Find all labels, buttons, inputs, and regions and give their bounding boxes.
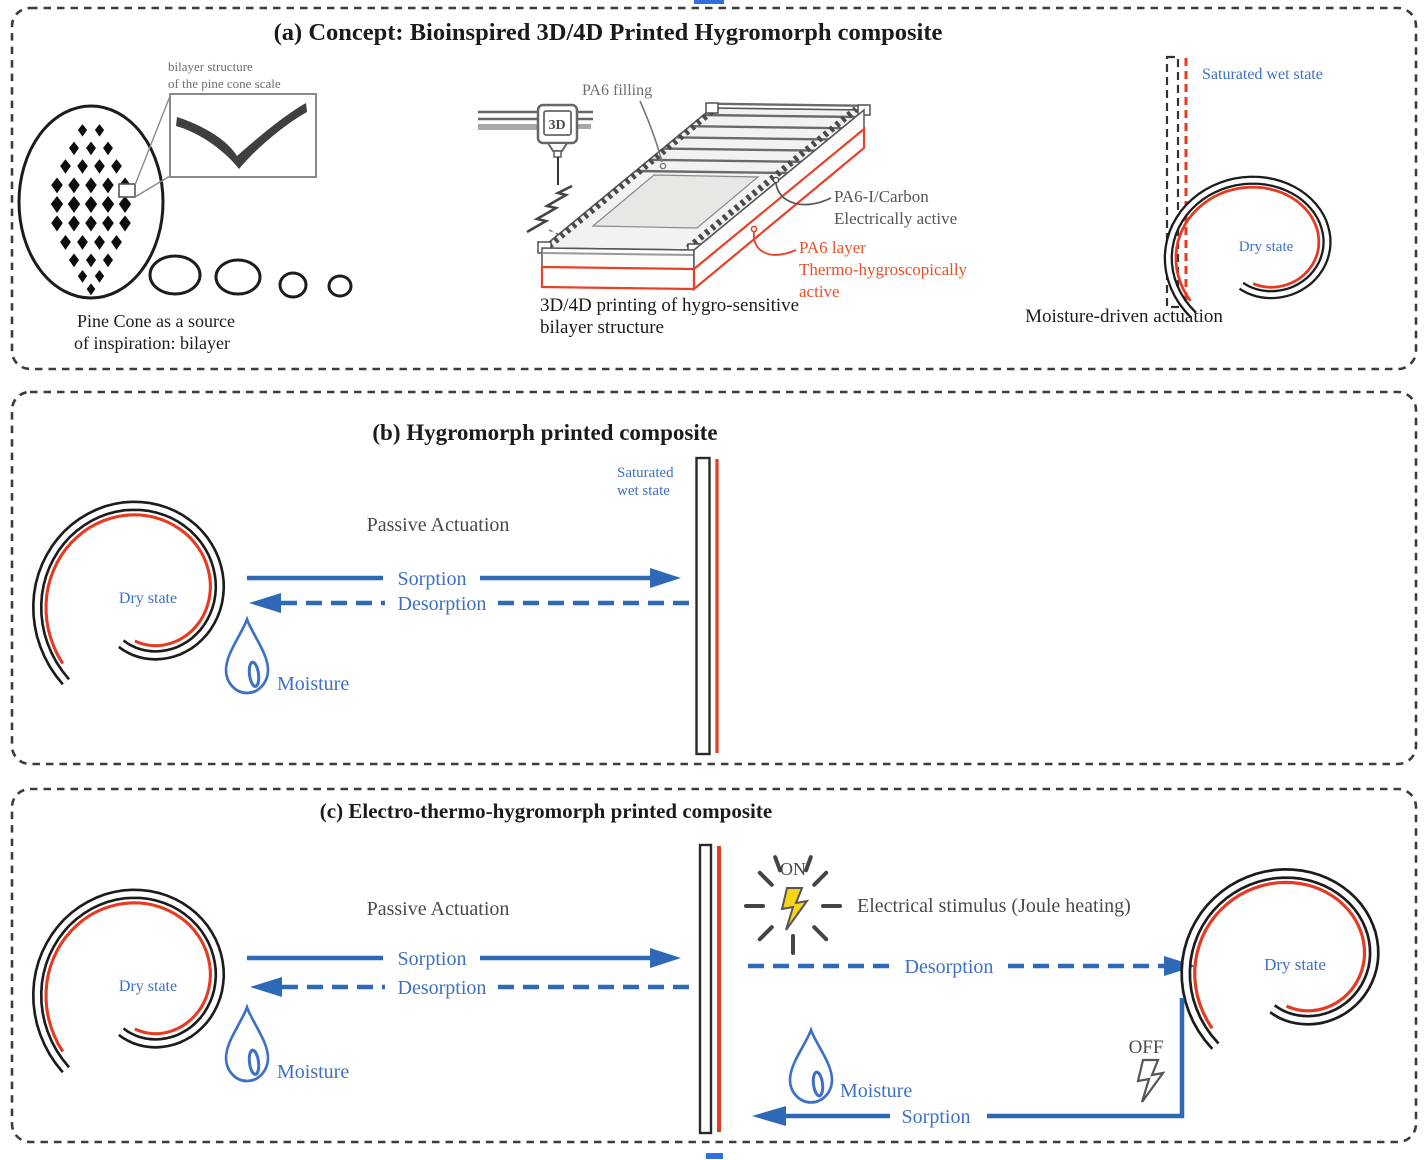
pinecone-caption-line2: of inspiration: bilayer (74, 333, 230, 353)
pa6-layer-label-line2: Thermo-hygroscopically (799, 260, 968, 279)
panel-b: (b) Hygromorph printed composite Dry sta… (10, 390, 1418, 766)
pinecone-caption-line1: Pine Cone as a source (77, 311, 235, 331)
pa6-layer-label-line1: PA6 layer (799, 238, 866, 257)
dry-state-label-b: Dry state (119, 590, 177, 607)
dry-state-spiral-c-right (1180, 868, 1380, 1050)
wet-state-bilayer-c (698, 843, 721, 1135)
plate-pa6-front-layer (540, 265, 696, 291)
printer-nozzle-icon (546, 142, 569, 152)
sorption-arrow-b (247, 568, 681, 588)
saturated-label-b-line2: wet state (617, 483, 670, 499)
pa6i-leader (775, 182, 832, 206)
plate-printed-stripes (635, 102, 870, 175)
printed-plate (537, 102, 871, 292)
moisture-label-c-mid: Moisture (840, 1080, 912, 1102)
pa6-layer-leader (753, 231, 797, 256)
passive-actuation-label-b: Passive Actuation (367, 514, 510, 536)
sorption-arrow-c-left (247, 948, 681, 968)
top-crop-mark (694, 0, 724, 4)
pa6i-label-line1: PA6-I/Carbon (834, 187, 929, 206)
desorption-label-c-left: Desorption (398, 977, 487, 999)
panel-a-title: (a) Concept: Bioinspired 3D/4D Printed H… (274, 19, 943, 46)
sorption-return-arrow (752, 998, 1185, 1126)
moisture-label-b: Moisture (277, 673, 349, 695)
off-label: OFF (1129, 1037, 1164, 1058)
on-rays-icon (744, 870, 842, 955)
wet-state-bilayer-b (695, 456, 719, 756)
printing-caption-line1: 3D/4D printing of hygro-sensitive (540, 295, 799, 316)
panel-c: (c) Electro-thermo-hygromorph printed co… (10, 787, 1418, 1144)
printer-head: 3D (478, 103, 593, 244)
plate-left-infill-comb (546, 104, 720, 249)
saturated-label-b-line1: Saturated (617, 465, 674, 481)
pa6-filling-label: PA6 filling (582, 82, 652, 99)
desorption-arrow-c-left (250, 977, 690, 997)
electrical-stimulus-label: Electrical stimulus (Joule heating) (857, 895, 1131, 917)
printed-zigzag-path (526, 184, 573, 234)
pinecone-scale-inset: bilayer structure of the pine cone scale (168, 59, 317, 178)
dry-state-label-c-right: Dry state (1264, 955, 1326, 974)
sorption-label-c-left: Sorption (398, 948, 467, 970)
moisture-droplet-icon-c-left (224, 1003, 270, 1083)
panel-b-border (10, 390, 1418, 766)
sorption-label-return: Sorption (902, 1106, 971, 1128)
printer-3d-label: 3D (548, 118, 565, 133)
dry-state-spiral-a (1163, 175, 1332, 319)
desorption-arrow-c-right (748, 956, 1196, 976)
dry-state-label-c-left: Dry state (119, 978, 177, 995)
bilayer-abstraction-ellipses (148, 254, 353, 299)
on-ticks-icon (773, 855, 813, 873)
on-label: ON (780, 859, 806, 879)
dry-state-spiral-b (31, 500, 226, 686)
moisture-droplet-icon-b (224, 615, 270, 695)
printing-caption-line2: bilayer structure (540, 317, 664, 338)
plate-cavity (591, 174, 760, 229)
desorption-label-b: Desorption (398, 593, 487, 615)
pa6i-label-line2: Electrically active (834, 209, 957, 228)
plate-front-face (541, 247, 695, 270)
inset-caption-line1: bilayer structure (168, 59, 253, 74)
panel-a-border (10, 6, 1418, 371)
dry-state-label-a: Dry state (1239, 239, 1294, 255)
pinecone-scales (50, 124, 132, 296)
panel-c-border (10, 787, 1418, 1144)
actuation-caption: Moisture-driven actuation (1025, 306, 1223, 327)
panel-a: (a) Concept: Bioinspired 3D/4D Printed H… (10, 6, 1418, 371)
panel-b-title: (b) Hygromorph printed composite (372, 420, 717, 445)
saturated-wet-state-label-a: Saturated wet state (1202, 66, 1323, 83)
magnifier-line-top (134, 95, 171, 186)
desorption-arrow-b (249, 593, 690, 613)
lightning-bolt-on-icon (780, 887, 810, 931)
desorption-label-c-right: Desorption (905, 956, 994, 978)
bottom-crop-mark (706, 1153, 723, 1159)
moisture-label-c-left: Moisture (277, 1061, 349, 1083)
pinecone-illustration (17, 95, 171, 300)
wet-state-dashed-bilayer (1165, 55, 1188, 309)
lightning-bolt-off-icon (1136, 1058, 1166, 1103)
magnifier-line-bottom (134, 175, 171, 198)
magnifier-source-box (118, 183, 136, 198)
bilayer-cross-section-shape (176, 103, 307, 169)
dry-state-spiral-c-left (31, 888, 226, 1074)
inset-caption-line2: of the pine cone scale (168, 76, 281, 91)
plate-right-infill-comb (685, 106, 859, 251)
panel-c-title: (c) Electro-thermo-hygromorph printed co… (320, 799, 772, 823)
passive-actuation-label-c: Passive Actuation (367, 898, 510, 920)
plate-pa6-right-layer (692, 126, 866, 292)
pa6-layer-label-line3: active (799, 282, 840, 301)
moisture-droplet-icon-c-mid (788, 1026, 834, 1104)
pa6-filling-leader (639, 100, 663, 163)
sorption-label-b: Sorption (398, 568, 467, 590)
